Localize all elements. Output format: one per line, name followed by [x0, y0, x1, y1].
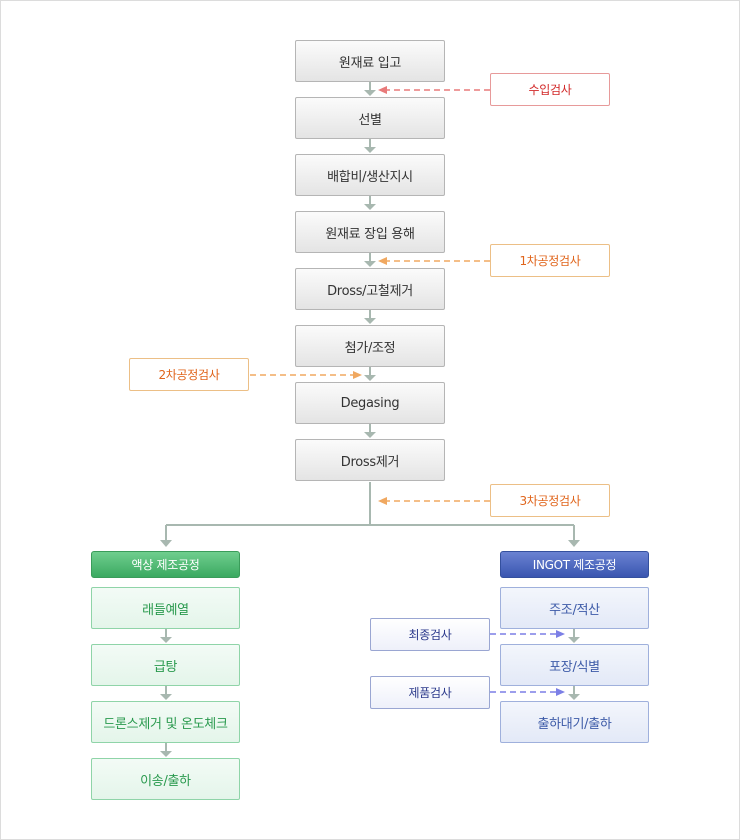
final-inspection-arrow [490, 630, 565, 638]
ingot-step-casting-stacking: 주조/적산 [500, 587, 649, 629]
liquid-step-dross-temp-check: 드론스제거 및 온도체크 [91, 701, 240, 743]
step-dross-scrap-removal: Dross/고철제거 [295, 268, 445, 310]
liquid-flow-arrows [160, 629, 172, 757]
liquid-step-ladle-preheat: 래들예열 [91, 587, 240, 629]
ingot-flow-arrows [568, 629, 580, 700]
step-sorting: 선별 [295, 97, 445, 139]
process2-inspection-box: 2차공정검사 [129, 358, 249, 391]
liquid-step-transfer-shipping: 이송/출하 [91, 758, 240, 800]
process1-inspection-arrow [378, 257, 490, 265]
liquid-process-header: 액상 제조공정 [91, 551, 240, 578]
step-mix-ratio-order: 배합비/생산지시 [295, 154, 445, 196]
step-charging-melting: 원재료 장입 용해 [295, 211, 445, 253]
process3-inspection-arrow [378, 497, 490, 505]
product-inspection-box: 제품검사 [370, 676, 490, 709]
branch-arrow-left [160, 540, 172, 547]
main-flow-arrows [364, 82, 376, 438]
process1-inspection-box: 1차공정검사 [490, 244, 610, 277]
ingot-step-packing-labeling: 포장/식별 [500, 644, 649, 686]
step-degasing: Degasing [295, 382, 445, 424]
branch-split [165, 482, 575, 542]
ingot-step-standby-shipping: 출하대기/출하 [500, 701, 649, 743]
final-inspection-box: 최종검사 [370, 618, 490, 651]
step-addition-adjustment: 첨가/조정 [295, 325, 445, 367]
branch-arrow-right [568, 540, 580, 547]
product-inspection-arrow [490, 688, 565, 696]
incoming-inspection-box: 수입검사 [490, 73, 610, 106]
ingot-process-header: INGOT 제조공정 [500, 551, 649, 578]
process3-inspection-box: 3차공정검사 [490, 484, 610, 517]
step-raw-material-receiving: 원재료 입고 [295, 40, 445, 82]
process2-inspection-arrow [250, 371, 362, 379]
step-dross-removal: Dross제거 [295, 439, 445, 481]
incoming-inspection-arrow [378, 86, 490, 94]
liquid-step-hot-metal-supply: 급탕 [91, 644, 240, 686]
